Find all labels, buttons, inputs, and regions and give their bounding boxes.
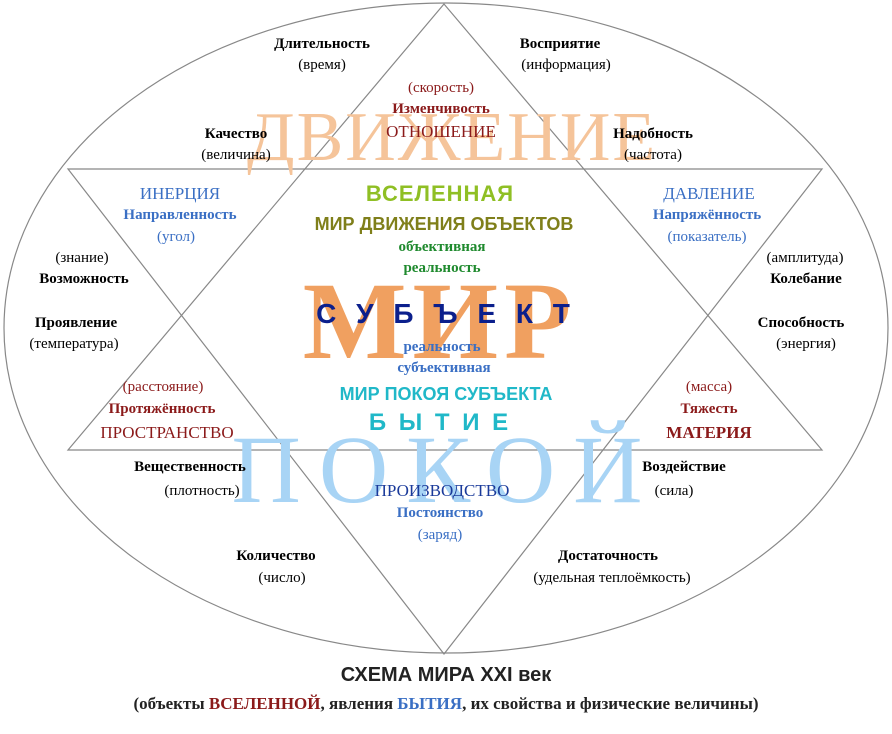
outer-quality-label: Качество	[204, 126, 268, 142]
node-pressure-tension: Напряжённость	[652, 207, 762, 223]
outer-manifestation-unit: (температура)	[29, 336, 119, 352]
node-matter-heaviness: Тяжесть	[680, 401, 738, 417]
outer-duration-unit: (время)	[298, 57, 346, 73]
caption-title: СХЕМА МИРА XXI век	[340, 664, 552, 686]
center-subjective: субъективная	[397, 360, 491, 376]
caption-sub-open: (объекты	[133, 694, 209, 713]
center-subject: С У Б Ъ Е К Т	[316, 298, 576, 329]
node-space-title: ПРОСТРАНСТВО	[100, 423, 234, 442]
node-matter-title: МАТЕРИЯ	[666, 423, 752, 442]
center-world-motion: МИР ДВИЖЕНИЯ ОБЪЕКТОВ	[314, 214, 574, 234]
outer-quantity-label: Количество	[236, 548, 316, 564]
upward-triangle	[66, 3, 824, 451]
outer-oscillation-label: Колебание	[770, 271, 842, 287]
outer-necessity-label: Надобность	[613, 126, 693, 142]
node-top-relation: ОТНОШЕНИЕ	[386, 122, 496, 141]
outer-perception-label: Восприятие	[519, 36, 601, 52]
node-top-variability: Изменчивость	[392, 101, 490, 117]
node-space-distance: (расстояние)	[122, 379, 204, 395]
center-being: Б Ы Т И Е	[368, 409, 512, 436]
outer-sufficiency-unit: (удельная теплоёмкость)	[533, 570, 691, 586]
node-inertia-angle: (угол)	[156, 229, 196, 245]
caption-subtitle: (объекты ВСЕЛЕННОЙ, явления БЫТИЯ, их св…	[133, 694, 758, 714]
outer-possibility-unit: (знание)	[55, 250, 109, 266]
node-production-title: ПРОИЗВОДСТВО	[374, 481, 510, 500]
node-pressure-title: ДАВЛЕНИЕ	[663, 184, 755, 203]
node-space-extent: Протяжённость	[108, 401, 216, 417]
bg-word-pokoy: ПОКОЙ	[231, 416, 661, 523]
center-reality-top: реальность	[403, 260, 481, 276]
center-universe: ВСЕЛЕННАЯ	[365, 181, 515, 206]
bg-word-mir: МИР	[302, 260, 578, 382]
outer-ellipse	[3, 2, 889, 654]
outer-manifestation-label: Проявление	[34, 315, 118, 331]
node-inertia-title: ИНЕРЦИЯ	[139, 184, 221, 203]
outer-ability-unit: (энергия)	[776, 336, 836, 352]
outer-substance-unit: (плотность)	[164, 483, 240, 499]
node-matter-mass: (масса)	[685, 379, 733, 395]
outer-quantity-unit: (число)	[258, 570, 306, 586]
node-inertia-direction: Направленность	[123, 207, 237, 223]
outer-impact-unit: (сила)	[654, 483, 694, 499]
center-reality-bottom: реальность	[403, 339, 481, 355]
node-pressure-index: (показатель)	[667, 229, 747, 245]
caption-sub-being: БЫТИЯ	[397, 694, 463, 713]
downward-triangle	[66, 168, 824, 655]
node-production-charge: (заряд)	[417, 527, 463, 543]
outer-perception-unit: (информация)	[521, 57, 611, 73]
caption-sub-universe: ВСЕЛЕННОЙ	[208, 694, 321, 713]
center-objective: объективная	[398, 239, 486, 255]
outer-sufficiency-label: Достаточность	[558, 548, 658, 564]
outer-duration-label: Длительность	[274, 36, 370, 52]
caption-sub-mid: , явления	[320, 694, 398, 713]
outer-ability-label: Способность	[757, 315, 845, 331]
outer-necessity-unit: (частота)	[624, 147, 682, 163]
bg-word-dvizhenie: ДВИЖЕНИЕ	[246, 99, 658, 176]
node-production-constancy: Постоянство	[396, 505, 484, 521]
node-top-speed: (скорость)	[407, 80, 475, 96]
outer-quality-unit: (величина)	[201, 147, 271, 163]
outer-substance-label: Вещественность	[134, 459, 246, 475]
outer-impact-label: Воздействие	[642, 459, 726, 475]
center-world-rest: МИР ПОКОЯ СУБЪЕКТА	[339, 384, 553, 404]
outer-possibility-label: Возможность	[39, 271, 129, 287]
outer-oscillation-unit: (амплитуда)	[766, 250, 844, 266]
caption-sub-close: , их свойства и физические величины)	[462, 694, 759, 713]
